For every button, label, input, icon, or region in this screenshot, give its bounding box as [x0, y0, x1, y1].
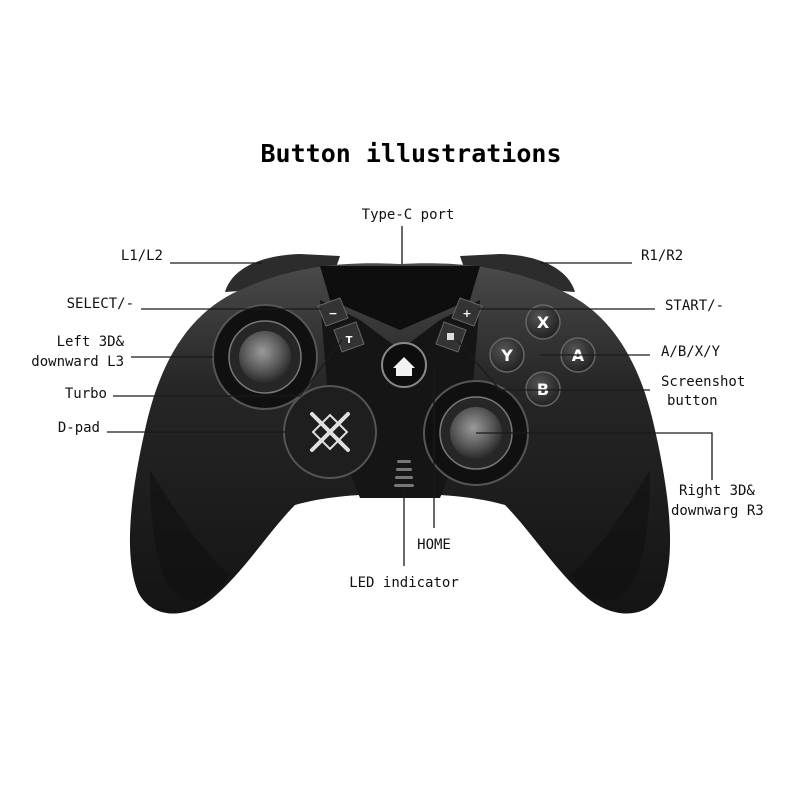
label-left-stick-line1: Left 3D&	[57, 334, 125, 350]
top-center-panel	[320, 266, 480, 330]
y-button[interactable]: Y	[489, 337, 525, 373]
start-button[interactable]: +	[451, 297, 483, 327]
label-type-c-port: Type-C port	[362, 207, 455, 223]
label-home: HOME	[417, 537, 451, 553]
label-start: START/-	[665, 298, 724, 314]
square-icon	[447, 333, 454, 340]
led-indicator	[394, 460, 414, 487]
label-select: SELECT/-	[67, 296, 134, 312]
d-pad[interactable]	[283, 385, 377, 479]
b-button[interactable]: B	[525, 371, 561, 407]
label-l1-l2: L1/L2	[121, 248, 163, 264]
label-right-stick-line1: Right 3D&	[679, 483, 755, 499]
select-button[interactable]: −	[317, 297, 349, 327]
label-r1-r2: R1/R2	[641, 248, 683, 264]
label-screenshot-line1: Screenshot	[661, 374, 745, 390]
x-button[interactable]: X	[525, 304, 561, 340]
label-led-indicator: LED indicator	[349, 575, 459, 591]
svg-text:X: X	[537, 313, 550, 332]
page-title: Button illustrations	[260, 139, 561, 168]
label-screenshot-line2: button	[667, 393, 718, 409]
minus-icon: −	[328, 307, 337, 320]
callout-labels: Type-C port L1/L2 R1/R2 SELECT/- START/-…	[31, 207, 763, 591]
label-d-pad: D-pad	[58, 420, 100, 436]
turbo-button[interactable]: T	[333, 321, 365, 353]
label-left-stick-line2: downward L3	[31, 354, 124, 370]
plus-icon: +	[462, 307, 471, 320]
label-right-stick-line2: downwarg R3	[671, 503, 764, 519]
home-button[interactable]	[381, 342, 427, 388]
left-stick[interactable]	[212, 304, 318, 410]
home-icon	[393, 357, 415, 376]
svg-text:Y: Y	[500, 346, 513, 365]
leader-lines	[107, 226, 713, 566]
controller-body	[129, 254, 671, 614]
turbo-mark: T	[346, 335, 353, 346]
label-turbo: Turbo	[65, 386, 107, 402]
label-abxy: A/B/X/Y	[661, 344, 721, 360]
